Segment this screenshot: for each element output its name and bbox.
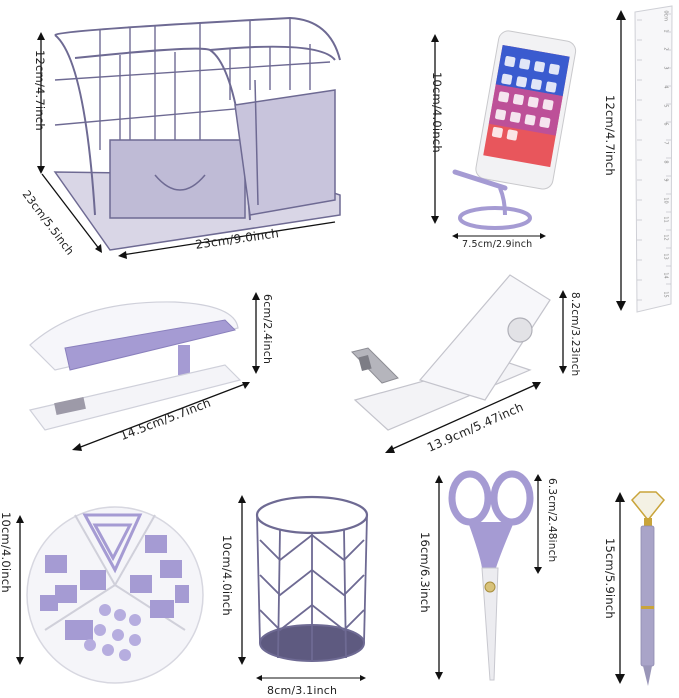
desk-organizer: 12cm/4.7inch 23cm/5.5inch 23cm/9.0inch (0, 0, 341, 270)
scissors-illustration (435, 470, 542, 681)
phone-stand-height-label: 10cm/4.0inch (430, 72, 444, 153)
clip-set: 10cm/4.0inch (0, 470, 220, 698)
tape-height-label: 8.2cm/3.23inch (569, 292, 581, 377)
pen-holder-height-label: 10cm/4.0inch (220, 535, 234, 616)
pen-holder-illustration (238, 495, 369, 681)
stapler-illustration (28, 292, 260, 451)
scissors: 16cm/6.3inch 6.3cm/2.48inch (418, 460, 570, 698)
pen-holder: 10cm/4.0inch 8cm/3.1inch (220, 480, 390, 698)
phone-stand-width-label: 7.5cm/2.9inch (462, 239, 533, 250)
stapler: 6cm/2.4inch 14.5cm/5.7inch (0, 270, 300, 460)
ruler-tick: 0cm (662, 10, 669, 22)
ruler-tick: 12 (662, 234, 669, 242)
ruler-tick: 2 (662, 47, 669, 51)
ruler-tick: 13 (662, 253, 669, 260)
ruler-tick-labels: 0cm 1 2 3 4 5 6 7 8 9 10 11 12 13 14 15 (660, 6, 670, 305)
scissors-handle-label: 6.3cm/2.48inch (546, 478, 558, 563)
pen: 15cm/5.9inch (570, 470, 679, 698)
tape-dispenser-illustration (351, 274, 567, 453)
phone-stand-illustration (431, 30, 577, 239)
stapler-height-label: 6cm/2.4inch (261, 294, 274, 365)
clip-set-height-label: 10cm/4.0inch (0, 512, 13, 593)
ruler-tick: 8 (662, 159, 669, 164)
pen-illustration (615, 491, 666, 686)
ruler-tick: 5 (662, 103, 669, 108)
ruler-tick: 7 (662, 141, 669, 145)
ruler-tick: 11 (662, 216, 669, 223)
desk-organizer-illustration (37, 16, 341, 259)
organizer-height-label: 12cm/4.7inch (33, 50, 47, 131)
phone-stand: 10cm/4.0inch 7.5cm/2.9inch (400, 20, 580, 260)
pen-length-label: 15cm/5.9inch (603, 538, 617, 619)
ruler-tick: 15 (662, 290, 669, 298)
ruler: 0cm 1 2 3 4 5 6 7 8 9 10 11 12 13 14 15 … (600, 0, 679, 330)
tape-dispenser: 8.2cm/3.23inch 13.9cm/5.47inch (330, 270, 590, 460)
ruler-tick: 3 (662, 66, 669, 70)
scissors-length-label: 16cm/6.3inch (418, 532, 432, 613)
ruler-tick: 1 (662, 29, 669, 33)
ruler-tick: 6 (662, 122, 669, 126)
ruler-tick: 10 (662, 197, 669, 204)
pen-holder-width-label: 8cm/3.1inch (267, 684, 338, 697)
ruler-illustration (616, 5, 673, 313)
ruler-tick: 14 (662, 272, 669, 279)
ruler-length-label: 12cm/4.7inch (603, 95, 617, 176)
ruler-tick: 4 (662, 85, 669, 89)
clip-set-illustration (16, 506, 204, 684)
ruler-tick: 9 (662, 178, 669, 182)
